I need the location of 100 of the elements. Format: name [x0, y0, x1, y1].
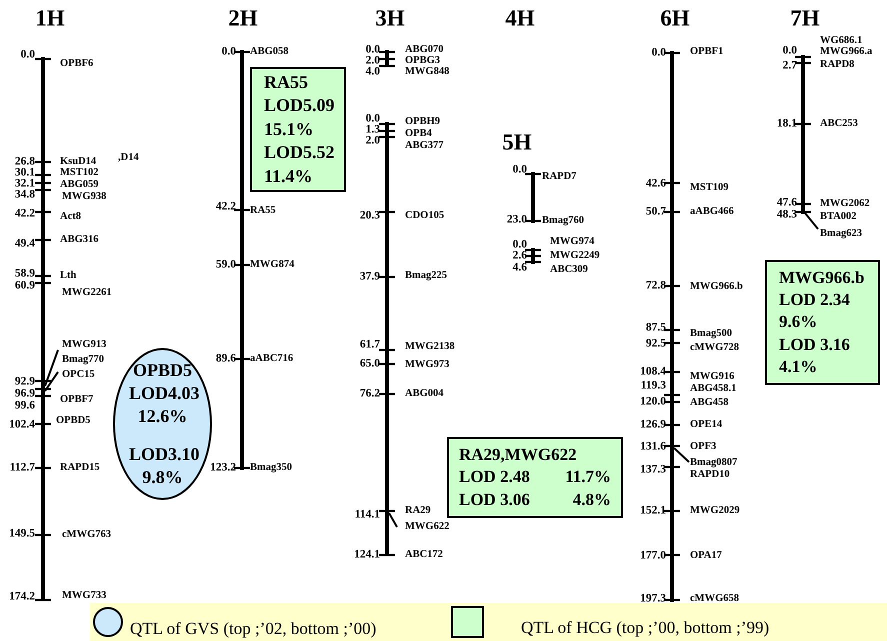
- marker-name: MWG2029: [690, 506, 740, 516]
- marker-name: ABG059: [60, 180, 99, 190]
- marker-name: MWG2062: [820, 198, 870, 210]
- marker-name: OPE14: [690, 420, 722, 430]
- marker-name: OPA17: [690, 550, 722, 562]
- map-position: 34.8: [14, 189, 35, 201]
- map-position: 149.5: [9, 528, 35, 540]
- marker-name: aABC716: [250, 354, 294, 364]
- map-position: 0.0: [512, 239, 527, 250]
- map-position: 49.4: [14, 238, 35, 250]
- marker-name: OPBF7: [60, 394, 94, 406]
- marker-name: ABG004: [405, 388, 444, 400]
- map-position: 124.1: [354, 549, 380, 561]
- marker-name: Bmag350: [250, 462, 292, 474]
- map-position: 87.5: [646, 322, 666, 334]
- map-position: 1.3: [366, 124, 380, 136]
- map-position: 119.3: [640, 380, 666, 392]
- marker-name: MST109: [690, 182, 729, 194]
- marker-name: MWG2261: [62, 288, 112, 298]
- chromosome-label: 6H: [660, 6, 690, 30]
- map-position: 114.1: [354, 509, 380, 521]
- lod-score: LOD 3.16 4.1%: [779, 334, 851, 378]
- legend-text: QTL of HCG (top ;’00, bottom ;’99): [521, 618, 770, 638]
- marker-name: OPBD5: [56, 416, 90, 426]
- map-position: 42.2: [216, 201, 236, 213]
- map-position: 2.0: [366, 55, 380, 66]
- map-position: 76.2: [360, 388, 380, 400]
- marker-name: OPBH9: [405, 116, 440, 128]
- marker-name: OPB4: [405, 128, 432, 140]
- map-position: 20.3: [360, 210, 380, 222]
- marker-name: MWG916: [690, 372, 734, 382]
- map-position: 131.6: [640, 441, 666, 453]
- marker-name: WG686.1: [820, 36, 862, 46]
- map-position: 2.7: [782, 60, 797, 72]
- marker-name: cMWG728: [690, 342, 739, 354]
- marker-name: RAPD8: [820, 60, 854, 70]
- map-position: 59.0: [216, 259, 236, 271]
- map-position: 102.4: [9, 419, 35, 431]
- map-position: 18.1: [776, 118, 797, 130]
- chromosome-label: 7H: [790, 6, 820, 30]
- marker-name: Bmag770: [62, 354, 104, 366]
- marker-name: OPF3: [690, 442, 716, 452]
- marker-name: RA29: [405, 506, 431, 516]
- chromosome-label: 5H: [502, 130, 532, 154]
- map-position: 23.0: [506, 214, 527, 226]
- marker-name: ABG316: [60, 234, 99, 246]
- marker-name: MWG938: [62, 192, 106, 202]
- marker-name: Bmag760: [542, 216, 584, 226]
- map-position: 89.6: [216, 353, 236, 365]
- marker-name: ABG070: [405, 44, 444, 56]
- marker-name: ABC172: [405, 550, 443, 560]
- map-position: 30.1: [14, 167, 35, 178]
- marker-name: MWG848: [405, 66, 450, 78]
- marker-name: OPBG3: [405, 56, 440, 66]
- lod-score: 11.7%: [564, 466, 611, 488]
- map-position: 0.0: [512, 164, 527, 176]
- lod-score: LOD 2.48: [459, 466, 531, 488]
- marker-name: Bmag623: [820, 228, 862, 240]
- marker-name: ABG377: [405, 140, 444, 152]
- chromosome-label: 3H: [375, 6, 405, 30]
- map-position: 58.9: [14, 268, 35, 280]
- marker-name: Bmag225: [405, 270, 447, 282]
- marker-name: MWG2138: [405, 342, 455, 352]
- map-position: 120.0: [640, 396, 666, 408]
- map-position: 42.2: [14, 208, 35, 220]
- qtl-name: OPBD5: [132, 358, 193, 382]
- marker-name: MWG966.a: [820, 46, 872, 58]
- qtl-name: MWG966.b: [779, 267, 866, 290]
- marker-name: OPBF1: [690, 46, 724, 58]
- map-position: 137.3: [640, 464, 666, 476]
- map-position: 4.6: [512, 262, 527, 274]
- map-position: 4.0: [366, 66, 380, 78]
- map-position: 61.7: [360, 339, 380, 351]
- marker-name: Bmag500: [690, 328, 732, 340]
- marker-name: ,D14: [118, 152, 139, 164]
- qtl-name: RA55: [264, 71, 309, 94]
- marker-name: MWG973: [405, 360, 450, 370]
- map-position: 48.3: [776, 209, 797, 221]
- lod-score: 4.8%: [572, 488, 611, 511]
- map-position: 112.7: [10, 462, 35, 474]
- map-position: 92.9: [14, 376, 35, 388]
- qtl-box: [447, 437, 623, 518]
- map-position: 197.3: [640, 593, 666, 605]
- lod-score: LOD 2.34 9.6%: [779, 289, 851, 334]
- map-position: 50.7: [646, 206, 666, 218]
- marker-name: Lth: [60, 270, 76, 282]
- marker-name: Act8: [60, 212, 81, 222]
- map-position: 42.6: [646, 178, 666, 190]
- qtl-name: RA29,MWG622: [459, 444, 578, 466]
- map-position: 123.2: [210, 462, 236, 474]
- marker-name: MST102: [60, 168, 99, 178]
- marker-name: cMWG658: [690, 594, 739, 604]
- lod-score: LOD5.09 15.1%: [264, 94, 332, 141]
- marker-name: RA55: [250, 206, 276, 216]
- map-position: 26.8: [14, 156, 35, 168]
- map-position: 60.9: [14, 280, 35, 292]
- marker-name: ABG058: [250, 46, 289, 58]
- map-position: 174.2: [9, 591, 35, 603]
- map-position: 92.5: [646, 338, 666, 350]
- map-position: 32.1: [14, 178, 35, 190]
